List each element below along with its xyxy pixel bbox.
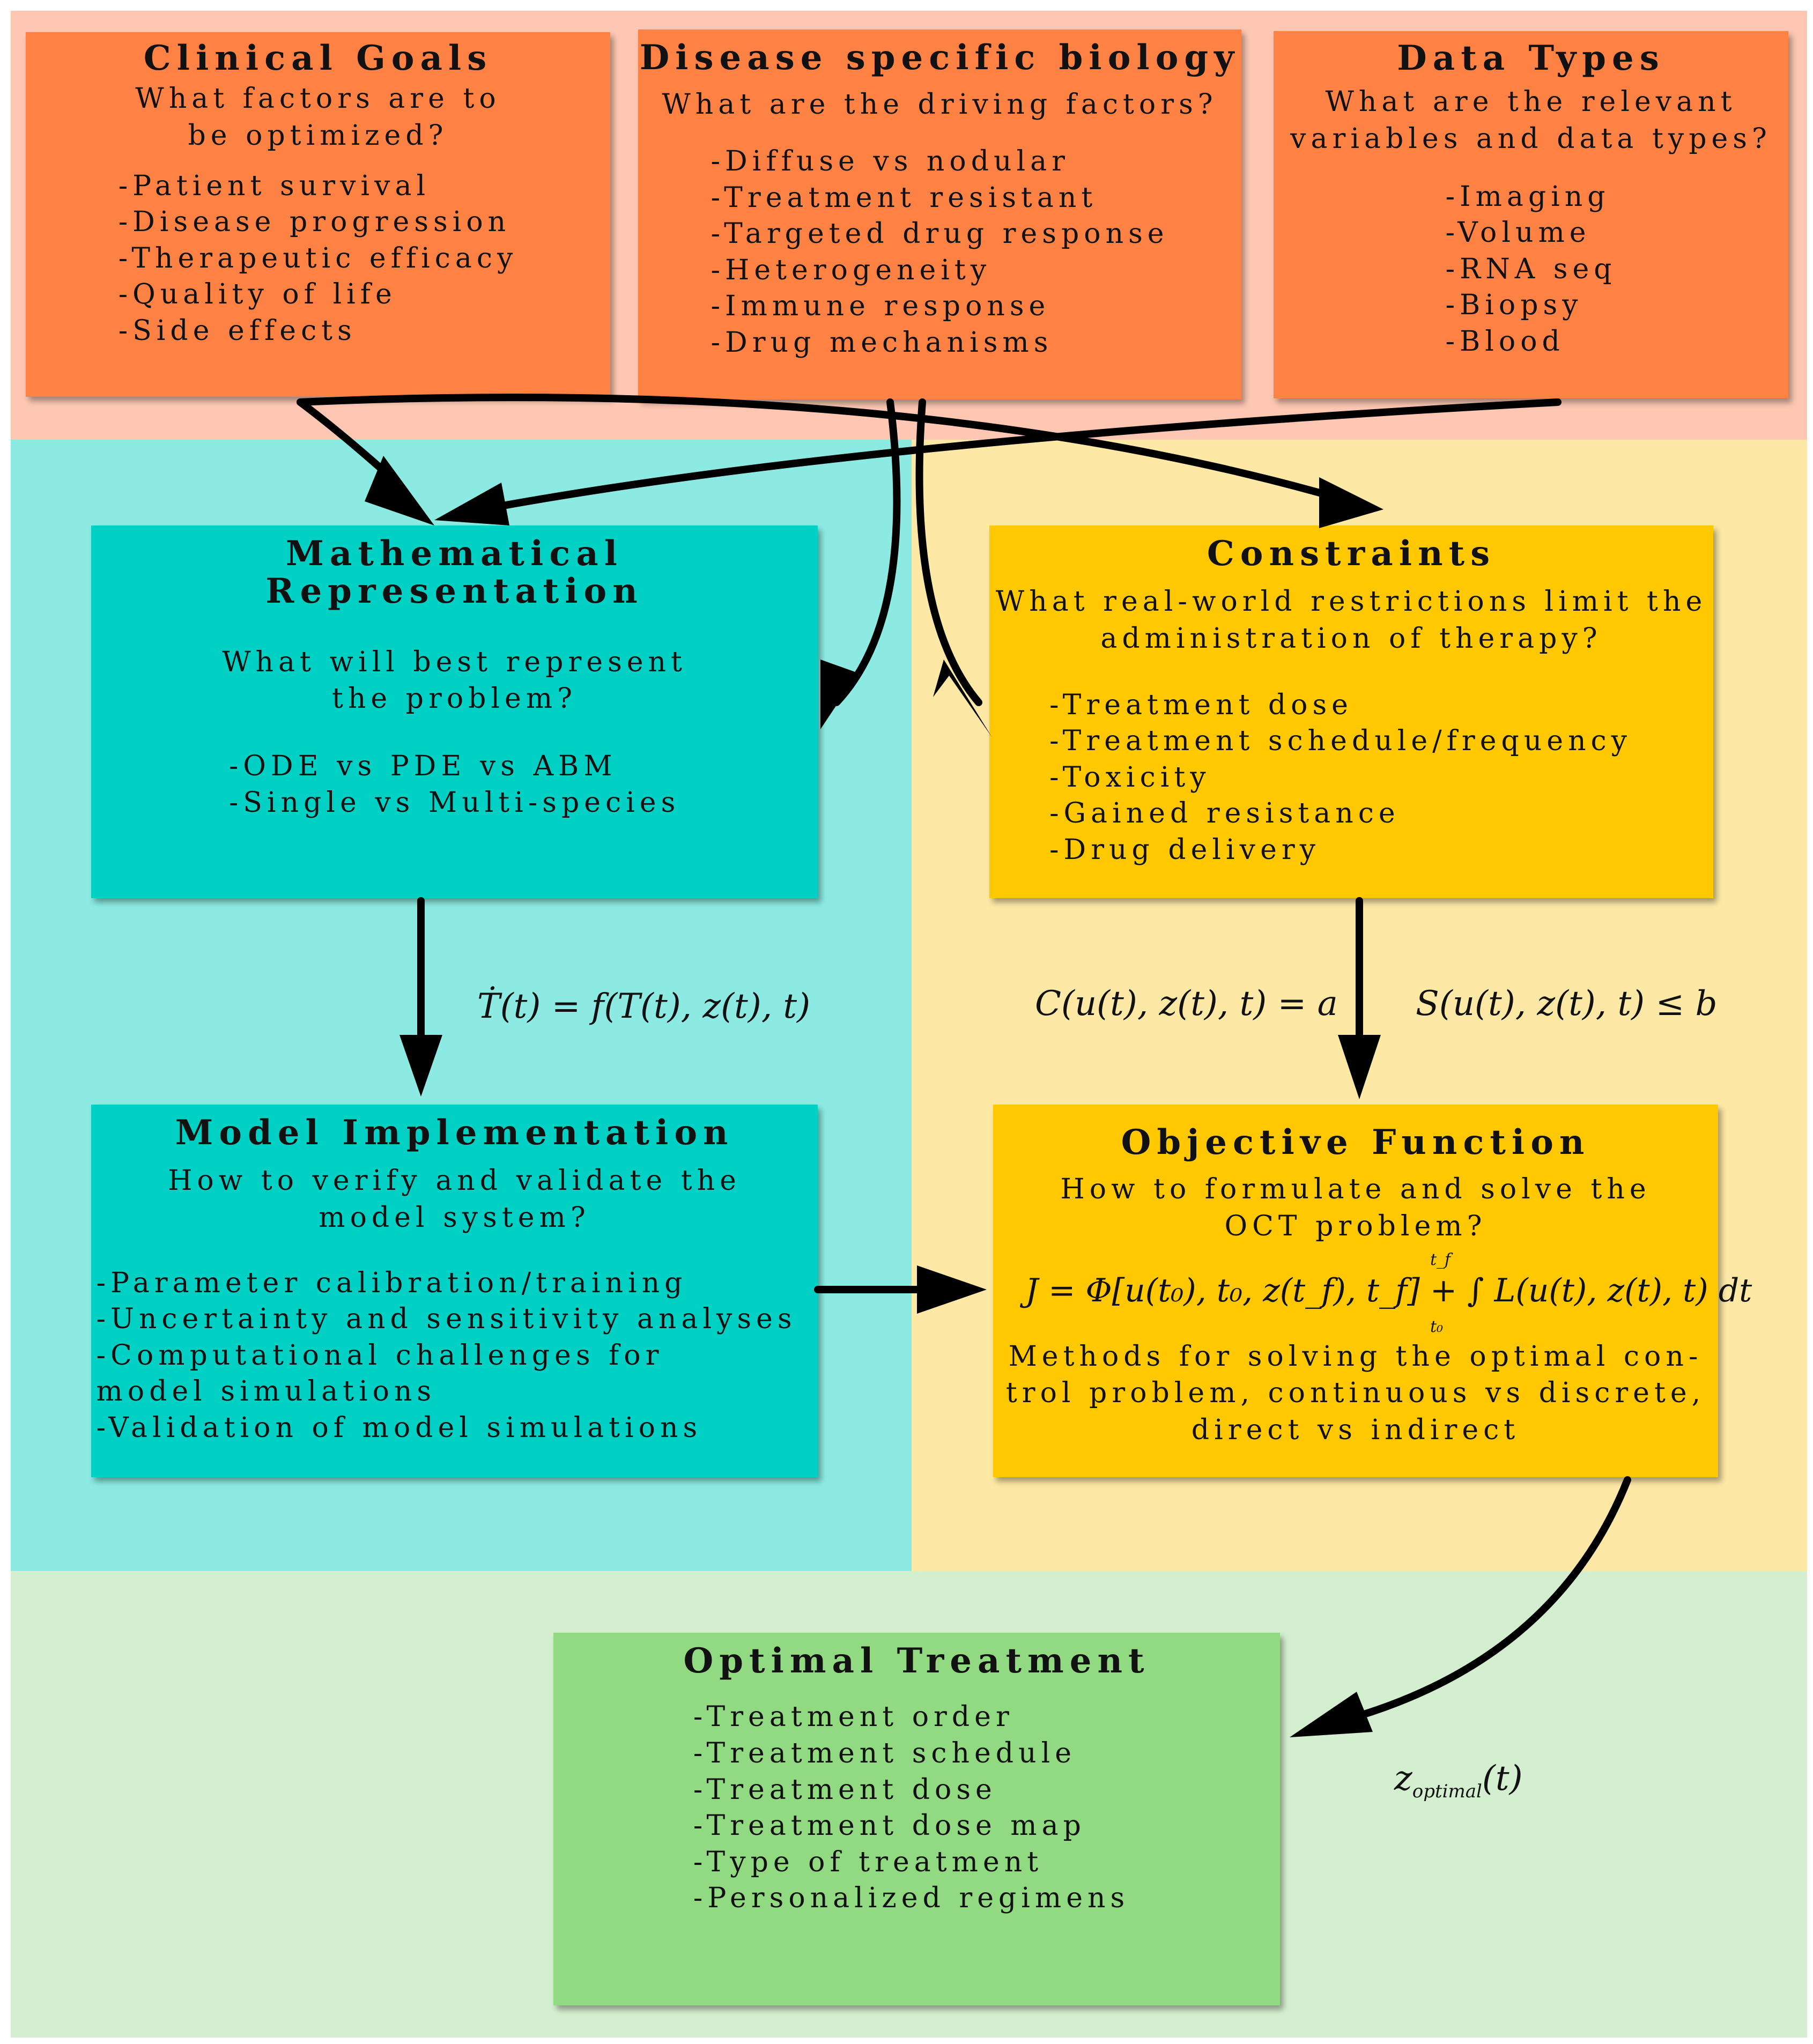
optimal-control-symbol: z bbox=[1394, 1759, 1412, 1798]
list-item: -ODE vs PDE vs ABM bbox=[228, 750, 617, 783]
clinical-goals-box: Clinical Goals What factors are to be op… bbox=[26, 32, 610, 397]
optimal-treatment-list: -Treatment order -Treatment schedule -Tr… bbox=[693, 1699, 1129, 1917]
integral-upper-limit: t_f bbox=[1430, 1250, 1451, 1269]
arrow-disease-to-constraints bbox=[915, 398, 982, 706]
math-representation-box: Mathematical Representation What will be… bbox=[91, 525, 818, 898]
list-item: -Type of treatment bbox=[693, 1846, 1044, 1878]
list-item: -Targeted drug response bbox=[711, 218, 1169, 250]
arrowhead bbox=[1319, 477, 1383, 528]
list-item: -Treatment schedule bbox=[693, 1737, 1076, 1769]
arrowhead bbox=[365, 456, 434, 525]
data-types-list: -Imaging -Volume -RNA seq -Biopsy -Blood bbox=[1445, 179, 1616, 360]
arrow-disease-to-math bbox=[833, 398, 901, 706]
optimal-control-argument: (t) bbox=[1482, 1759, 1523, 1798]
optimal-control-label: zoptimal(t) bbox=[1394, 1759, 1523, 1802]
data-types-box: Data Types What are the relevant variabl… bbox=[1274, 31, 1788, 398]
list-item: -Treatment dose bbox=[693, 1773, 997, 1806]
list-item: -Treatment dose map bbox=[693, 1810, 1086, 1842]
list-item: -Treatment schedule/frequency bbox=[1049, 725, 1632, 758]
equality-constraint: C(u(t), z(t), t) = a bbox=[1035, 984, 1338, 1024]
arrowhead bbox=[399, 1035, 442, 1097]
arrowhead bbox=[933, 660, 992, 737]
constraints-title: Constraints bbox=[1207, 534, 1496, 574]
list-item: -Volume bbox=[1445, 217, 1591, 249]
constraints-list: -Treatment dose -Treatment schedule/freq… bbox=[1049, 687, 1632, 869]
constraints-question: What real-world restrictions limit the a… bbox=[995, 586, 1707, 655]
list-item: -Computational challenges for model simu… bbox=[96, 1339, 664, 1408]
objective-function-question: How to formulate and solve the OCT probl… bbox=[1060, 1173, 1651, 1243]
list-item: -Biopsy bbox=[1445, 289, 1583, 322]
list-item: -Uncertainty and sensitivity analyses bbox=[96, 1303, 797, 1336]
list-item: -Treatment resistant bbox=[711, 181, 1098, 214]
integral-lower-limit: t₀ bbox=[1430, 1317, 1444, 1336]
arrow-objective-to-optimal bbox=[1337, 1476, 1631, 1725]
arrowhead bbox=[820, 660, 858, 729]
math-representation-list: -ODE vs PDE vs ABM -Single vs Multi-spec… bbox=[229, 749, 680, 821]
disease-biology-box: Disease specific biology What are the dr… bbox=[638, 29, 1241, 399]
arrow-clinical-to-constraints bbox=[297, 394, 1344, 502]
disease-biology-title: Disease specific biology bbox=[639, 38, 1240, 78]
list-item: -Drug delivery bbox=[1049, 834, 1321, 867]
inequality-constraint: S(u(t), z(t), t) ≤ b bbox=[1416, 984, 1718, 1024]
list-item: -Side effects bbox=[118, 315, 357, 347]
arrowhead bbox=[434, 483, 509, 525]
list-item: -Blood bbox=[1445, 325, 1565, 358]
list-item: -Gained resistance bbox=[1049, 797, 1400, 830]
clinical-goals-question: What factors are to be optimized? bbox=[135, 83, 501, 152]
list-item: -Heterogeneity bbox=[711, 254, 991, 286]
list-item: -Patient survival bbox=[118, 169, 431, 202]
list-item: -Personalized regimens bbox=[693, 1882, 1130, 1915]
math-representation-question: What will best represent the problem? bbox=[222, 646, 687, 715]
list-item: -RNA seq bbox=[1445, 253, 1617, 285]
arrowhead bbox=[1290, 1692, 1373, 1737]
list-item: -Single vs Multi-species bbox=[228, 786, 680, 819]
optimal-treatment-box: Optimal Treatment -Treatment order -Trea… bbox=[553, 1633, 1280, 2005]
model-implementation-list: -Parameter calibration/training -Uncerta… bbox=[96, 1265, 796, 1447]
objective-equation-text: J = Φ[u(t₀), t₀, z(t_f), t_f] + ∫ L(u(t)… bbox=[1025, 1271, 1752, 1309]
optimal-control-subscript: optimal bbox=[1412, 1780, 1482, 1802]
list-item: -Treatment order bbox=[693, 1701, 1014, 1734]
clinical-goals-list: -Patient survival -Disease progression -… bbox=[119, 168, 518, 350]
disease-biology-list: -Diffuse vs nodular -Treatment resistant… bbox=[711, 144, 1168, 361]
list-item: -Disease progression bbox=[118, 206, 511, 239]
list-item: -Parameter calibration/training bbox=[96, 1267, 687, 1299]
constraints-box: Constraints What real-world restrictions… bbox=[989, 525, 1713, 898]
objective-function-methods: Methods for solving the optimal con- tro… bbox=[1005, 1340, 1706, 1446]
objective-equation: J = Φ[u(t₀), t₀, z(t_f), t_f] + ∫ L(u(t)… bbox=[993, 1250, 1752, 1336]
arrowhead bbox=[1338, 1035, 1381, 1099]
disease-biology-question: What are the driving factors? bbox=[662, 88, 1218, 121]
model-equation: Ṫ(t) = f(T(t), z(t), t) bbox=[477, 987, 811, 1026]
list-item: -Diffuse vs nodular bbox=[711, 145, 1070, 178]
data-types-title: Data Types bbox=[1397, 38, 1665, 78]
list-item: -Immune response bbox=[711, 290, 1050, 323]
list-item: -Drug mechanisms bbox=[711, 326, 1053, 359]
list-item: -Imaging bbox=[1445, 180, 1610, 213]
list-item: -Quality of life bbox=[118, 278, 397, 311]
model-implementation-box: Model Implementation How to verify and v… bbox=[91, 1105, 818, 1477]
list-item: -Toxicity bbox=[1049, 761, 1211, 794]
model-implementation-question: How to verify and validate the model sys… bbox=[168, 1165, 741, 1234]
model-implementation-title: Model Implementation bbox=[175, 1113, 734, 1153]
list-item: -Validation of model simulations bbox=[96, 1412, 702, 1445]
optimal-treatment-title: Optimal Treatment bbox=[683, 1641, 1150, 1681]
data-types-question: What are the relevant variables and data… bbox=[1290, 86, 1772, 155]
arrow-data-to-math bbox=[479, 398, 1562, 513]
objective-function-box: Objective Function How to formulate and … bbox=[993, 1105, 1752, 1477]
math-representation-title: Mathematical Representation bbox=[265, 534, 643, 612]
arrowhead bbox=[917, 1265, 987, 1314]
objective-function-title: Objective Function bbox=[1121, 1122, 1590, 1162]
list-item: -Treatment dose bbox=[1049, 688, 1353, 721]
list-item: -Therapeutic efficacy bbox=[118, 242, 518, 275]
clinical-goals-title: Clinical Goals bbox=[143, 38, 493, 78]
